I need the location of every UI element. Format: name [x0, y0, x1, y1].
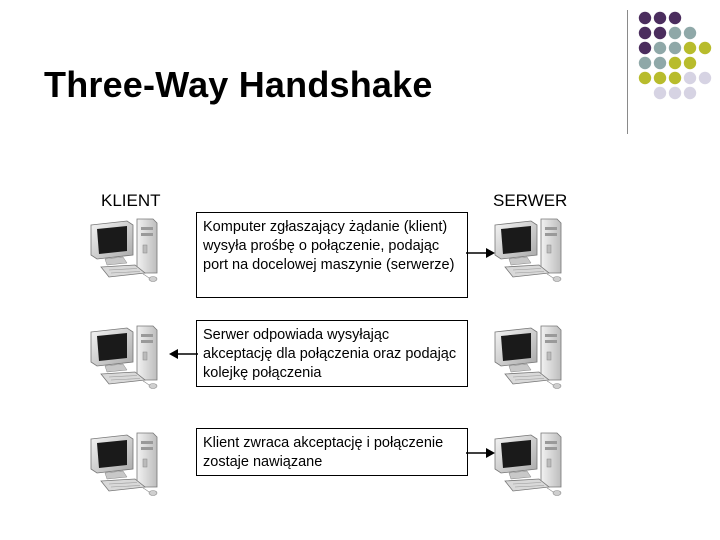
decorative-dot — [653, 41, 667, 55]
arrow-icon-to-server-2 — [466, 448, 495, 458]
decorative-dot — [683, 56, 697, 70]
decorative-dot — [638, 71, 652, 85]
decorative-dot — [698, 71, 712, 85]
decorative-dot — [638, 41, 652, 55]
decorative-dot — [683, 71, 697, 85]
server-computer-icon-1 — [491, 211, 571, 283]
decorative-dot — [638, 26, 652, 40]
server-computer-icon-3 — [491, 425, 571, 497]
decorative-dot — [668, 86, 682, 100]
decorative-dot — [653, 71, 667, 85]
decorative-dot — [638, 56, 652, 70]
decorative-dot — [653, 86, 667, 100]
client-computer-icon-3 — [87, 425, 167, 497]
decorative-divider-line — [627, 10, 628, 134]
server-label: SERWER — [493, 191, 568, 210]
decorative-dot — [683, 86, 697, 100]
decorative-dot — [683, 41, 697, 55]
arrow-icon-to-client — [169, 349, 198, 359]
decorative-dot — [668, 41, 682, 55]
decorative-dot — [698, 41, 712, 55]
step-1-box: Komputer zgłaszający żądanie (klient) wy… — [196, 212, 468, 298]
decorative-dot — [668, 11, 682, 25]
decorative-dot — [653, 11, 667, 25]
decorative-dot-grid — [638, 11, 712, 100]
decorative-dot — [668, 56, 682, 70]
arrow-icon-to-server-1 — [466, 248, 495, 258]
decorative-dot — [653, 26, 667, 40]
server-computer-icon-2 — [491, 318, 571, 390]
client-computer-icon-2 — [87, 318, 167, 390]
step-2-box: Serwer odpowiada wysyłając akceptację dl… — [196, 320, 468, 387]
step-1-text: Komputer zgłaszający żądanie (klient) wy… — [203, 219, 455, 273]
step-3-box: Klient zwraca akceptację i połączenie zo… — [196, 428, 468, 476]
step-2-text: Serwer odpowiada wysyłając akceptację dl… — [203, 327, 457, 381]
decorative-dot — [683, 26, 697, 40]
decorative-dot — [653, 56, 667, 70]
client-label: KLIENT — [101, 191, 161, 210]
decorative-dot — [668, 71, 682, 85]
client-computer-icon-1 — [87, 211, 167, 283]
step-3-text: Klient zwraca akceptację i połączenie zo… — [203, 435, 444, 470]
slide-title: Three-Way Handshake — [44, 64, 433, 105]
decorative-dot — [668, 26, 682, 40]
decorative-dot — [638, 11, 652, 25]
